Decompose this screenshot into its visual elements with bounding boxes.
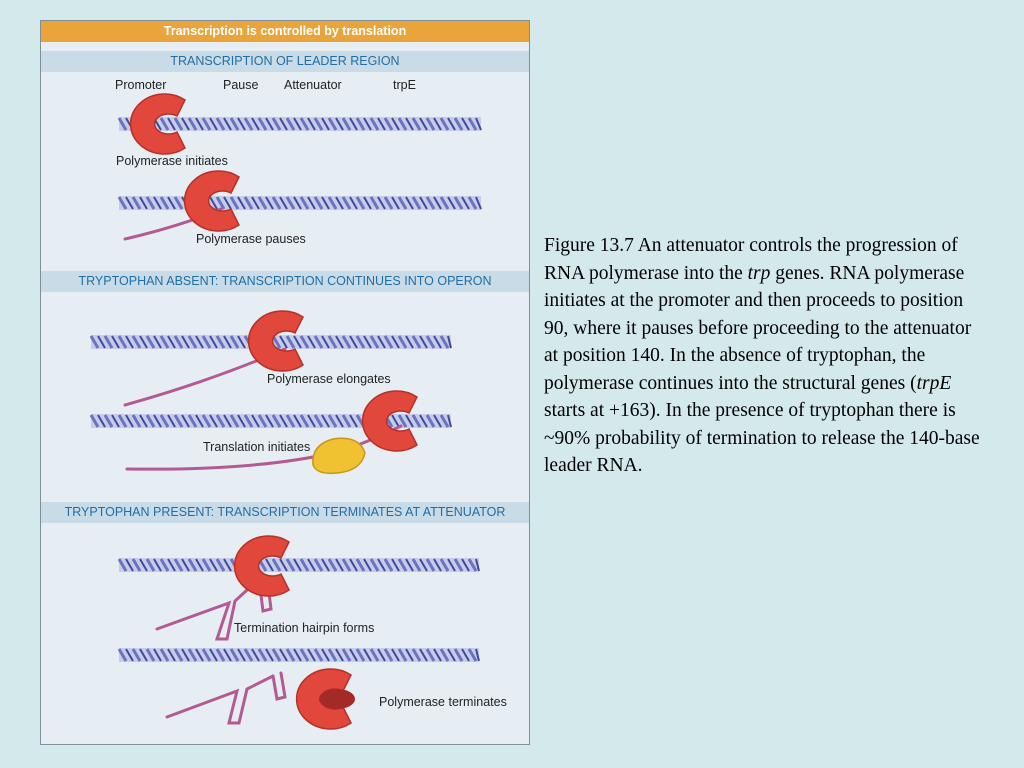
rna-polymerase-4 <box>361 390 418 452</box>
termination-hairpin-label: Termination hairpin forms <box>234 621 375 635</box>
ribosome <box>312 437 366 475</box>
caption-trp: trp <box>747 262 771 284</box>
trpe-label: trpE <box>393 78 416 92</box>
attenuation-figure: Transcription is controlled by translati… <box>40 20 530 745</box>
caption-middle: genes. RNA polymerase initiates at the p… <box>544 262 972 394</box>
terminating-rna-1 <box>155 577 261 641</box>
section-tryptophan-absent: TRYPTOPHAN ABSENT: TRANSCRIPTION CONTINU… <box>41 271 529 292</box>
rna-polymerase-3 <box>247 310 304 372</box>
figure-caption: Figure 13.7 An attenuator controls the p… <box>544 232 984 480</box>
dna-strand-6 <box>117 648 480 662</box>
rna-polymerase-6 <box>295 668 355 730</box>
section-leader-region: TRANSCRIPTION OF LEADER REGION <box>41 51 529 72</box>
polymerase-pauses-label: Polymerase pauses <box>196 232 306 246</box>
dna-strand-5 <box>117 558 480 572</box>
termination-hairpin-2 <box>271 671 287 701</box>
polymerase-initiates-label: Polymerase initiates <box>116 154 228 168</box>
dna-strand-1 <box>117 117 482 131</box>
dna-strand-2 <box>117 196 482 210</box>
caption-trpe: trpE <box>916 372 952 394</box>
caption-prefix: Figure 13.7 An attenuator controls the p… <box>544 235 958 284</box>
polymerase-elongates-label: Polymerase elongates <box>267 372 391 386</box>
dna-strand-4 <box>89 414 452 428</box>
diagram-drawing <box>89 93 482 730</box>
promoter-label: Promoter <box>115 78 167 92</box>
rna-polymerase-1 <box>129 93 186 155</box>
polymerase-terminates-label: Polymerase terminates <box>379 695 507 709</box>
caption-suffix: starts at +163). In the presence of tryp… <box>544 400 980 476</box>
pause-label: Pause <box>223 78 259 92</box>
released-leader-rna <box>165 674 275 725</box>
section-tryptophan-present: TRYPTOPHAN PRESENT: TRANSCRIPTION TERMIN… <box>41 502 529 523</box>
rna-polymerase-2 <box>183 170 240 232</box>
translation-initiates-label: Translation initiates <box>203 440 311 454</box>
attenuator-label: Attenuator <box>284 78 342 92</box>
figure-title: Transcription is controlled by translati… <box>41 21 529 42</box>
rna-polymerase-5 <box>233 535 290 597</box>
